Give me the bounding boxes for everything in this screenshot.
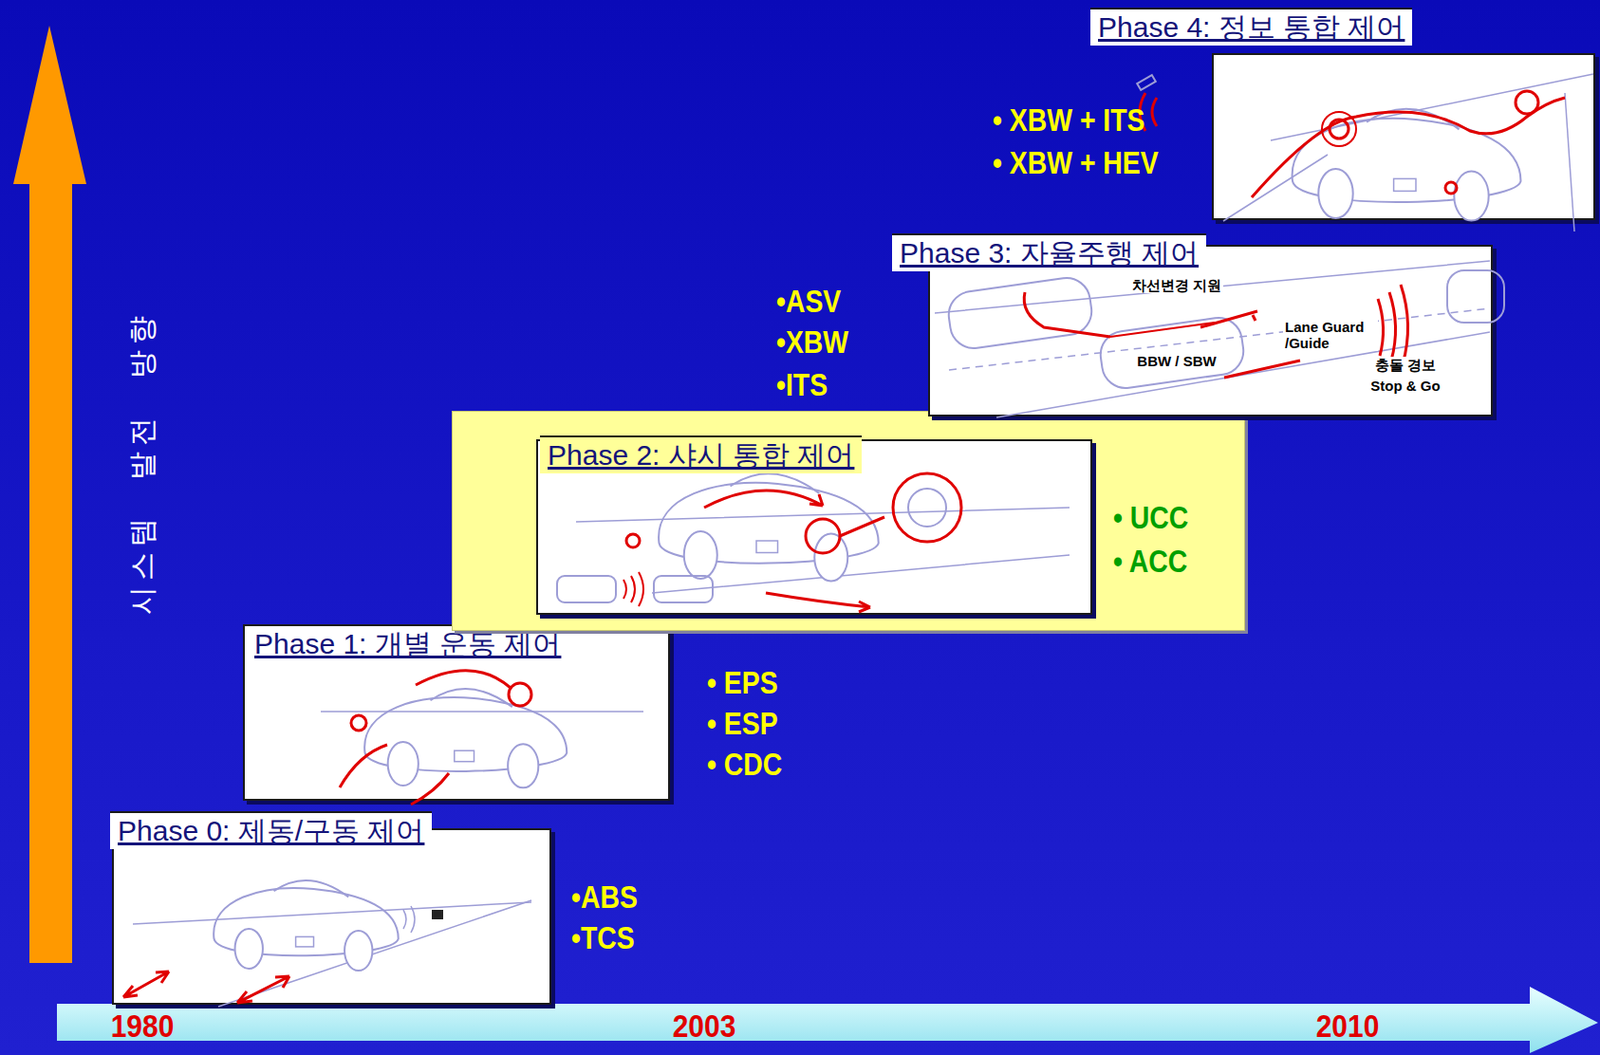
sensor-target (431, 910, 444, 920)
car-cabin (274, 880, 350, 898)
road-line (320, 710, 644, 713)
year-label: 2003 (672, 1006, 737, 1045)
car-wheel (235, 929, 263, 969)
system-item: • UCC (1113, 497, 1189, 540)
sensor-marker (626, 534, 640, 548)
system-item: • CDC (706, 744, 782, 786)
front-car (1447, 270, 1505, 323)
function-label: 충돌 경보 (1373, 356, 1438, 373)
phase-heading: Phase 3: 자율주행 제어 (892, 233, 1207, 272)
yaw-marker (508, 683, 532, 707)
road-line (132, 902, 532, 925)
radar-wave (623, 572, 644, 607)
function-label: 차선변경 지원 (1130, 277, 1224, 294)
development-arrow (13, 25, 87, 964)
lane-line (934, 260, 1490, 418)
lane-guard-line (1200, 311, 1258, 328)
road-line (1223, 74, 1594, 222)
system-item: • XBW + HEV (992, 142, 1159, 185)
system-item: •XBW (776, 321, 849, 364)
phase-heading: Phase 0: 제동/구동 제어 (110, 811, 432, 850)
system-item: • XBW + ITS (992, 99, 1146, 142)
lane-change-zone (1110, 322, 1215, 337)
system-item: •ASV (776, 280, 841, 323)
own-car (1097, 315, 1247, 391)
year-label: 2010 (1316, 1006, 1380, 1045)
front-car (557, 576, 616, 603)
car-wheel (1318, 168, 1353, 219)
system-item: •ABS (571, 876, 638, 919)
collision-wave (1377, 284, 1409, 365)
car-wheel (1453, 171, 1489, 222)
motion-arc (339, 744, 388, 788)
system-item: • ACC (1113, 540, 1188, 583)
car-wheel (507, 744, 539, 788)
antenna-wave (1321, 111, 1357, 147)
system-item: • EPS (706, 662, 779, 705)
force-arrow (123, 971, 169, 998)
system-item: •ITS (776, 364, 828, 407)
road-line (1564, 93, 1575, 232)
motion-arc (415, 670, 511, 689)
sensor-marker (1445, 182, 1457, 194)
car-wheel (344, 930, 373, 971)
function-label: BBW / SBW (1134, 353, 1218, 370)
car-plate (296, 936, 315, 948)
phase-heading: Phase 2: 샤시 통합 제어 (539, 435, 862, 474)
highlight-panel: Phase 2: 샤시 통합 제어 • UCC• ACC (451, 410, 1246, 632)
phase-box: Phase 2: 샤시 통합 제어 (536, 439, 1093, 615)
car-wheel (684, 531, 718, 579)
car-wheel (388, 742, 419, 786)
car-plate (756, 540, 779, 554)
car-illustration (113, 830, 554, 1007)
sensor-wave (403, 906, 415, 933)
roll-marker (351, 715, 367, 731)
phase-heading: Phase 4: 정보 통합 제어 (1090, 7, 1413, 46)
lane-guard-line (1224, 360, 1301, 378)
info-path (1251, 97, 1565, 198)
wheel-detail (908, 488, 947, 527)
year-label: 1980 (111, 1006, 175, 1045)
car-plate (454, 750, 475, 763)
rear-car (653, 576, 713, 603)
leader-line (839, 517, 885, 537)
antenna-marker (1329, 119, 1349, 139)
wheel-zoom (893, 473, 962, 542)
car-illustration (1213, 55, 1598, 223)
system-item: •TCS (571, 917, 635, 960)
target-marker (1515, 91, 1539, 114)
car-cabin (430, 688, 513, 707)
road-line (576, 507, 1070, 594)
car-plate (1394, 178, 1416, 191)
other-car (946, 275, 1096, 352)
lane-guard-tick (1252, 315, 1256, 321)
axis-label: 시스템 발전 방향 (125, 310, 160, 615)
force-arrow (237, 976, 290, 1004)
motion-arc (704, 490, 823, 508)
function-label: Lane Guard /Guide (1283, 318, 1378, 352)
motion-arc (765, 593, 871, 613)
phase-box: Phase 4: 정보 통합 제어 (1211, 53, 1596, 221)
lane-change-zone (1023, 292, 1111, 337)
function-label: Stop & Go (1368, 377, 1442, 394)
car-wheel (814, 534, 848, 582)
wheel-marker (805, 519, 840, 554)
phase-box: Phase 1: 개별 운동 제어 (242, 624, 670, 801)
system-item: • ESP (706, 703, 779, 745)
motion-arc (410, 773, 449, 805)
phase-box: Phase 0: 제동/구동 제어 (111, 828, 552, 1005)
satellite (1136, 74, 1156, 91)
